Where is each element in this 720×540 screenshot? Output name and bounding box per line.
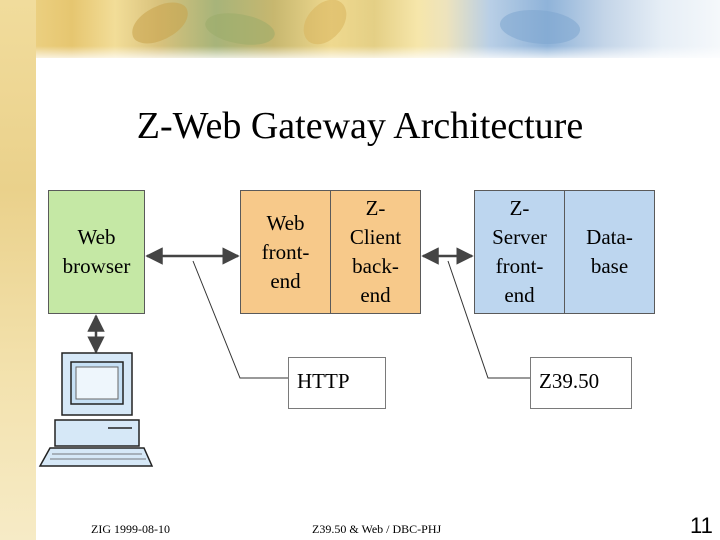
z3950-label: Z39.50 <box>539 369 600 393</box>
zclient-backend-label: Z- Client back- end <box>349 196 402 307</box>
left-decoration-strip <box>0 0 36 540</box>
web-browser-box: Web browser <box>48 190 145 314</box>
http-callout-line <box>192 260 288 379</box>
banner-fade <box>36 46 720 62</box>
footer-left: ZIG 1999-08-10 <box>91 522 170 536</box>
http-label-box: HTTP <box>288 357 386 409</box>
zserver-frontend-box: Z- Server front- end <box>474 190 565 314</box>
http-label: HTTP <box>297 369 350 393</box>
slide-number: 11 <box>690 513 713 538</box>
web-frontend-label: Web front- end <box>261 210 310 293</box>
computer-icon <box>38 352 154 467</box>
database-label: Data- base <box>586 225 633 278</box>
footer-center: Z39.50 & Web / DBC-PHJ <box>312 522 442 536</box>
zclient-backend-box: Z- Client back- end <box>330 190 421 314</box>
web-browser-label: Web browser <box>62 225 131 278</box>
zserver-frontend-label: Z- Server front- end <box>492 196 547 307</box>
database-box: Data- base <box>564 190 655 314</box>
z3950-label-box: Z39.50 <box>530 357 632 409</box>
z3950-callout-line <box>447 260 530 379</box>
slide-title: Z-Web Gateway Architecture <box>136 105 584 147</box>
